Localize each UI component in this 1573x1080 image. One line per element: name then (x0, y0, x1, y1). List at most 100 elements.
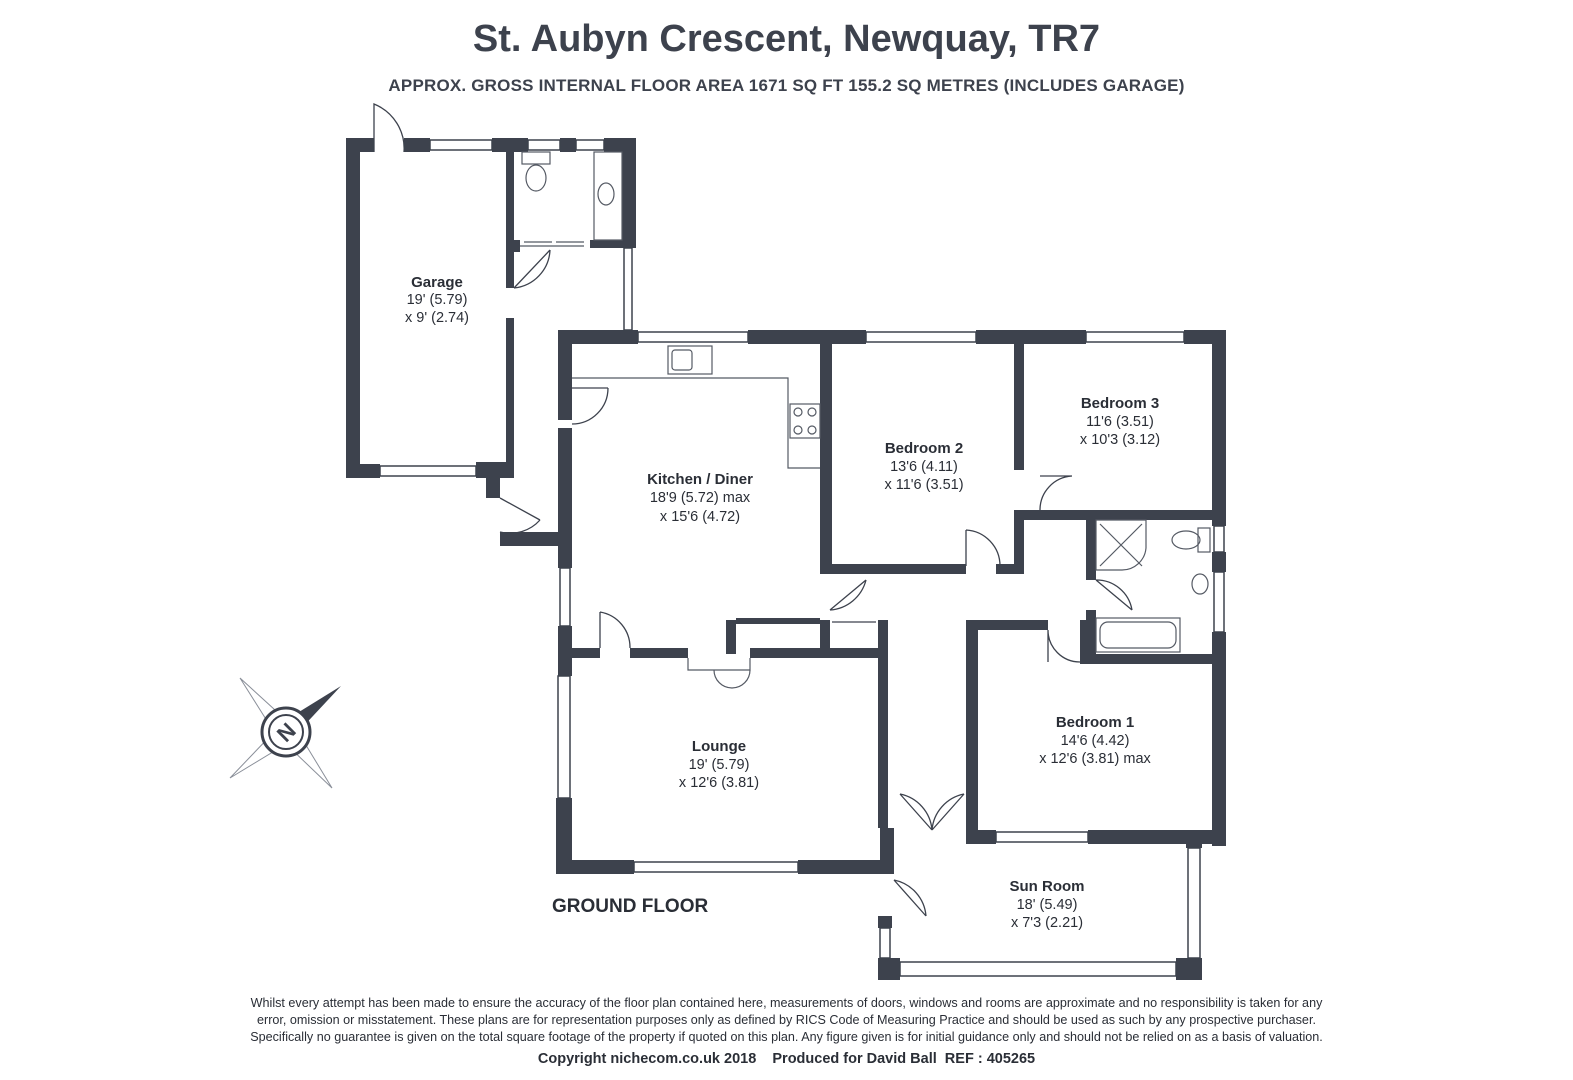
room-dim-garage: x 9' (2.74) (405, 310, 469, 326)
wall (514, 240, 520, 252)
wall (506, 318, 514, 478)
wall (1086, 654, 1226, 664)
wall (346, 138, 374, 152)
wall (878, 620, 888, 828)
wall (558, 626, 572, 676)
basin-surround (593, 151, 623, 241)
wall (1014, 510, 1024, 574)
compass-icon: N (229, 677, 341, 789)
window (633, 861, 799, 873)
wall (820, 330, 832, 570)
room-name-kitchen: Kitchen / Diner (647, 471, 753, 488)
window (1187, 847, 1201, 959)
room-dim-lounge: x 12'6 (3.81) (679, 775, 759, 791)
toilet-icon (525, 164, 547, 192)
door (599, 611, 631, 649)
window (637, 331, 749, 343)
window (429, 139, 493, 151)
wall (556, 798, 572, 874)
window (865, 331, 977, 343)
walls (346, 138, 1226, 980)
door (931, 793, 965, 831)
disclaimer: Whilst every attempt has been made to en… (180, 995, 1393, 1046)
window (879, 927, 891, 959)
wall (486, 462, 500, 498)
wall (558, 330, 638, 344)
wall (966, 620, 1048, 630)
wall (976, 330, 1086, 344)
window (995, 831, 1089, 843)
sink-icon (667, 345, 713, 375)
window (527, 139, 561, 151)
window (575, 139, 605, 151)
room-dim-sunroom: 18' (5.49) (1017, 897, 1078, 913)
wall (750, 648, 886, 658)
basin-icon (1191, 573, 1209, 595)
door (513, 249, 551, 289)
hob-ring (793, 407, 803, 417)
wall (1212, 552, 1226, 572)
wall (966, 620, 978, 844)
door (1047, 629, 1081, 663)
wall (500, 532, 570, 546)
bath-inner (1099, 621, 1177, 649)
room-dim-bedroom3: x 10'3 (3.12) (1080, 432, 1160, 448)
wall (966, 830, 996, 844)
wall (570, 648, 600, 658)
wall (1014, 330, 1024, 470)
wall (1022, 510, 1080, 520)
wall (630, 648, 688, 658)
window (557, 675, 571, 799)
wall (1212, 660, 1226, 846)
wall (622, 138, 636, 248)
door (893, 879, 927, 917)
window (623, 247, 633, 331)
wall (492, 138, 518, 152)
sliding-door (520, 241, 584, 247)
wall (506, 138, 514, 288)
door (373, 103, 405, 153)
wall (1072, 510, 1226, 520)
room-name-bedroom3: Bedroom 3 (1081, 395, 1159, 412)
room-dim-garage: 19' (5.79) (407, 292, 468, 308)
disclaimer-line: Whilst every attempt has been made to en… (250, 996, 1323, 1010)
basin-icon (597, 182, 615, 206)
wall (820, 620, 830, 654)
windows (379, 139, 1225, 977)
room-dim-bedroom3: 11'6 (3.51) (1086, 414, 1154, 430)
shower-icon (1095, 519, 1147, 571)
door (965, 529, 1001, 567)
wall (346, 138, 360, 478)
wall (590, 240, 636, 248)
room-dim-kitchen: x 15'6 (4.72) (660, 509, 740, 525)
hob-ring (793, 425, 803, 435)
room-dim-bedroom2: 13'6 (4.11) (890, 459, 958, 475)
room-name-bedroom1: Bedroom 1 (1056, 714, 1134, 731)
wall (1212, 330, 1226, 526)
wall (878, 958, 900, 980)
disclaimer-line: error, omission or misstatement. These p… (257, 1013, 1316, 1027)
kitchen-counter (572, 377, 820, 469)
room-name-garage: Garage (411, 274, 463, 291)
bath-icon (1095, 617, 1181, 653)
wall (798, 860, 894, 874)
compass-ring (268, 714, 304, 750)
disclaimer-line: Specifically no guarantee is given on th… (250, 1030, 1323, 1044)
room-dim-sunroom: x 7'3 (2.21) (1011, 915, 1083, 931)
page-title: St. Aubyn Crescent, Newquay, TR7 (472, 18, 1101, 60)
room-name-bedroom2: Bedroom 2 (885, 440, 963, 457)
window (559, 567, 571, 627)
copyright: Copyright nichecom.co.uk 2018 Produced f… (537, 1051, 1036, 1067)
room-labels: Garage 19' (5.79) x 9' (2.74) Kitchen / … (405, 274, 1160, 931)
fireplace-hearth (713, 669, 751, 689)
door (1095, 579, 1133, 611)
wall (518, 138, 528, 152)
room-dim-lounge: 19' (5.79) (689, 757, 750, 773)
wall (1086, 610, 1096, 664)
door (829, 579, 867, 611)
toilet-cistern (1197, 527, 1211, 553)
room-dim-bedroom2: x 11'6 (3.51) (884, 477, 963, 493)
floor-area-subtitle: APPROX. GROSS INTERNAL FLOOR AREA 1671 S… (388, 76, 1185, 95)
door (1039, 475, 1073, 511)
door (571, 387, 609, 425)
